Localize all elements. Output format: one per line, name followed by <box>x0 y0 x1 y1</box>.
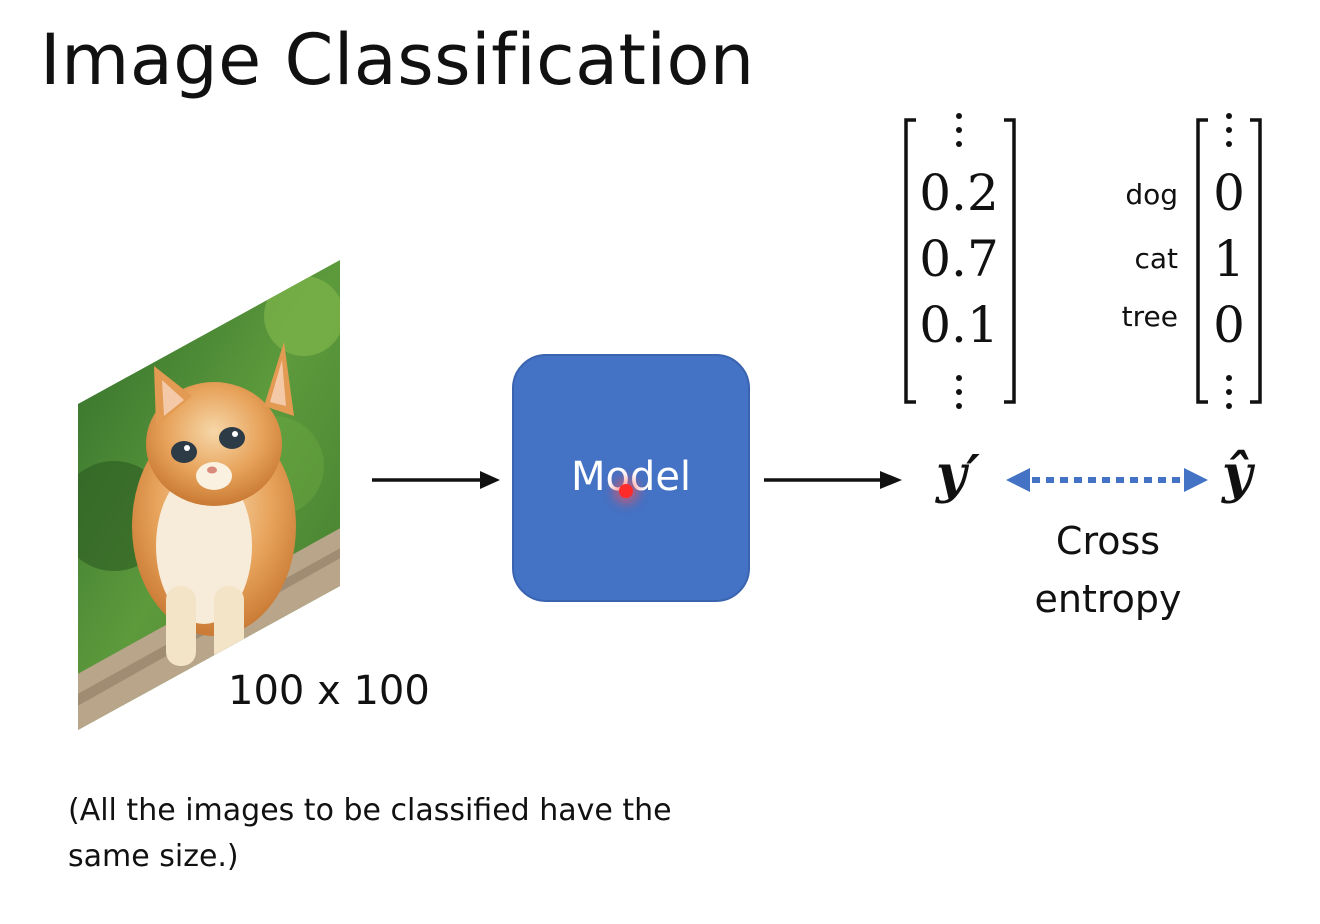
target-vector-brackets <box>1196 113 1262 409</box>
output-value-cat: 0.7 <box>919 230 999 288</box>
class-label-cat: cat <box>1134 242 1178 275</box>
image-size-label: 100 x 100 <box>228 668 430 714</box>
output-arrow <box>764 471 902 489</box>
target-symbol: ŷ <box>1222 444 1253 505</box>
output-symbol: y′ <box>936 444 980 505</box>
class-label-tree: tree <box>1121 300 1178 333</box>
kitten-image <box>78 260 340 730</box>
output-value-dog: 0.2 <box>919 164 999 222</box>
input-arrow <box>372 471 500 489</box>
target-value-tree: 0 <box>1213 296 1245 354</box>
pointer-cursor <box>619 484 633 498</box>
model-box: Model <box>512 354 750 602</box>
cross-entropy-line1: Cross <box>1055 519 1161 563</box>
output-vector-brackets <box>904 113 1016 409</box>
cross-entropy-label: Cross entropy <box>1020 512 1196 628</box>
slide-title: Image Classification <box>40 19 755 101</box>
class-label-dog: dog <box>1125 178 1178 211</box>
cross-entropy-arrow <box>1006 468 1208 492</box>
output-value-tree: 0.1 <box>919 296 999 354</box>
target-value-cat: 1 <box>1213 230 1245 288</box>
target-value-dog: 0 <box>1213 164 1245 222</box>
caption: (All the images to be classified have th… <box>68 793 672 874</box>
cross-entropy-line2: entropy <box>1034 577 1182 621</box>
